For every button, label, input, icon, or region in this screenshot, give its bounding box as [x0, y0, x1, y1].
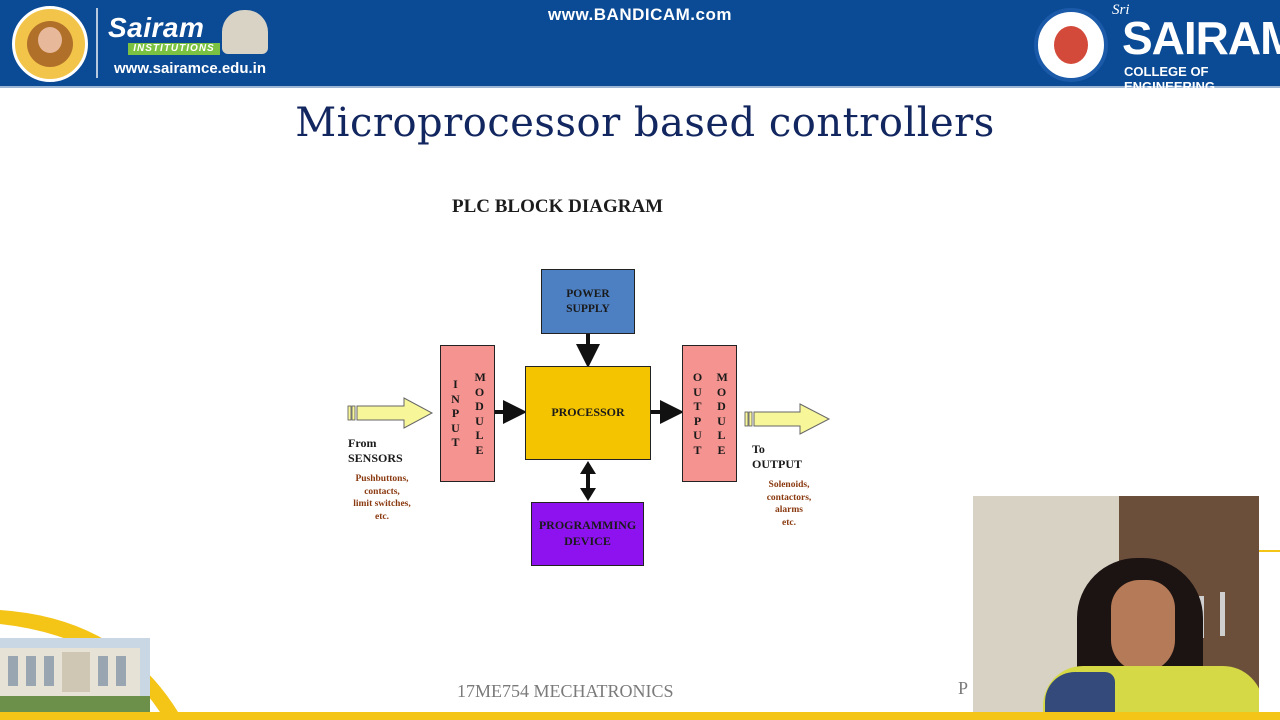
sensor-example-2: contacts,: [364, 486, 400, 497]
campus-photo: [0, 608, 178, 712]
output-signal-arrow: [744, 403, 831, 435]
sensor-input-arrow: [347, 397, 434, 429]
website-url: www.sairamce.edu.in: [114, 60, 266, 77]
input-module-word1: INPUT: [451, 377, 460, 450]
recorder-watermark: www.BANDICAM.com: [548, 5, 732, 24]
sensor-example-1: Pushbuttons,: [355, 474, 409, 484]
sensor-example-3: limit switches,: [353, 499, 411, 509]
output-example-3: alarms: [775, 505, 803, 515]
power-supply-line2: SUPPLY: [566, 302, 610, 315]
input-module-block: INPUT MODULE: [440, 345, 495, 482]
footer-accent-bar: [0, 712, 1280, 720]
page-number-partial: P: [958, 678, 969, 698]
header-rule: [0, 86, 1280, 88]
from-sensors-label: From SENSORS: [348, 436, 403, 466]
college-prefix: Sri: [1112, 2, 1130, 18]
output-example-1: Solenoids,: [768, 480, 810, 490]
diagram-title: PLC BLOCK DIAGRAM: [452, 196, 664, 217]
output-module-word2: MODULE: [716, 370, 728, 457]
to-label-line1: To: [752, 442, 765, 456]
header-banner: Sairam INSTITUTIONS www.sairamce.edu.in …: [0, 0, 1280, 94]
course-code-footer: 17ME754 MECHATRONICS: [457, 681, 674, 701]
presenter-webcam-overlay: [973, 496, 1259, 712]
output-module-block: OUTPUT MODULE: [682, 345, 737, 482]
from-label-line2: SENSORS: [348, 451, 403, 465]
programming-device-line1: PROGRAMMING: [538, 518, 637, 533]
sensor-examples: Pushbuttons, contacts, limit switches, e…: [336, 473, 428, 523]
college-name: SAIRAM: [1122, 12, 1280, 64]
brand-sub: INSTITUTIONS: [128, 43, 220, 55]
output-module-word1: OUTPUT: [692, 370, 703, 457]
power-supply-block: POWER SUPPLY: [541, 269, 635, 334]
to-label-line2: OUTPUT: [752, 457, 803, 471]
to-output-label: To OUTPUT: [752, 442, 802, 472]
output-example-2: contactors,: [766, 492, 812, 503]
input-module-word2: MODULE: [474, 370, 486, 457]
processor-programming-double-arrow: [580, 461, 596, 501]
brand-name: Sairam: [108, 12, 205, 43]
founder-seal-logo: [12, 6, 88, 82]
processor-label: PROCESSOR: [551, 405, 625, 420]
output-example-4: etc.: [782, 517, 796, 528]
campus-illustration: [0, 610, 178, 712]
from-label-line1: From: [348, 436, 377, 450]
accent-line: [1259, 550, 1280, 552]
slide-title: Microprocessor based controllers: [295, 100, 995, 146]
power-supply-line1: POWER: [566, 287, 610, 300]
output-examples: Solenoids, contactors, alarms etc.: [752, 479, 826, 529]
programming-device-line2: DEVICE: [564, 534, 611, 548]
processor-block: PROCESSOR: [525, 366, 651, 460]
college-seal-logo: [1034, 8, 1108, 82]
header-divider: [96, 8, 98, 78]
swami-portrait: [222, 10, 268, 54]
sensor-example-4: etc.: [375, 511, 389, 522]
